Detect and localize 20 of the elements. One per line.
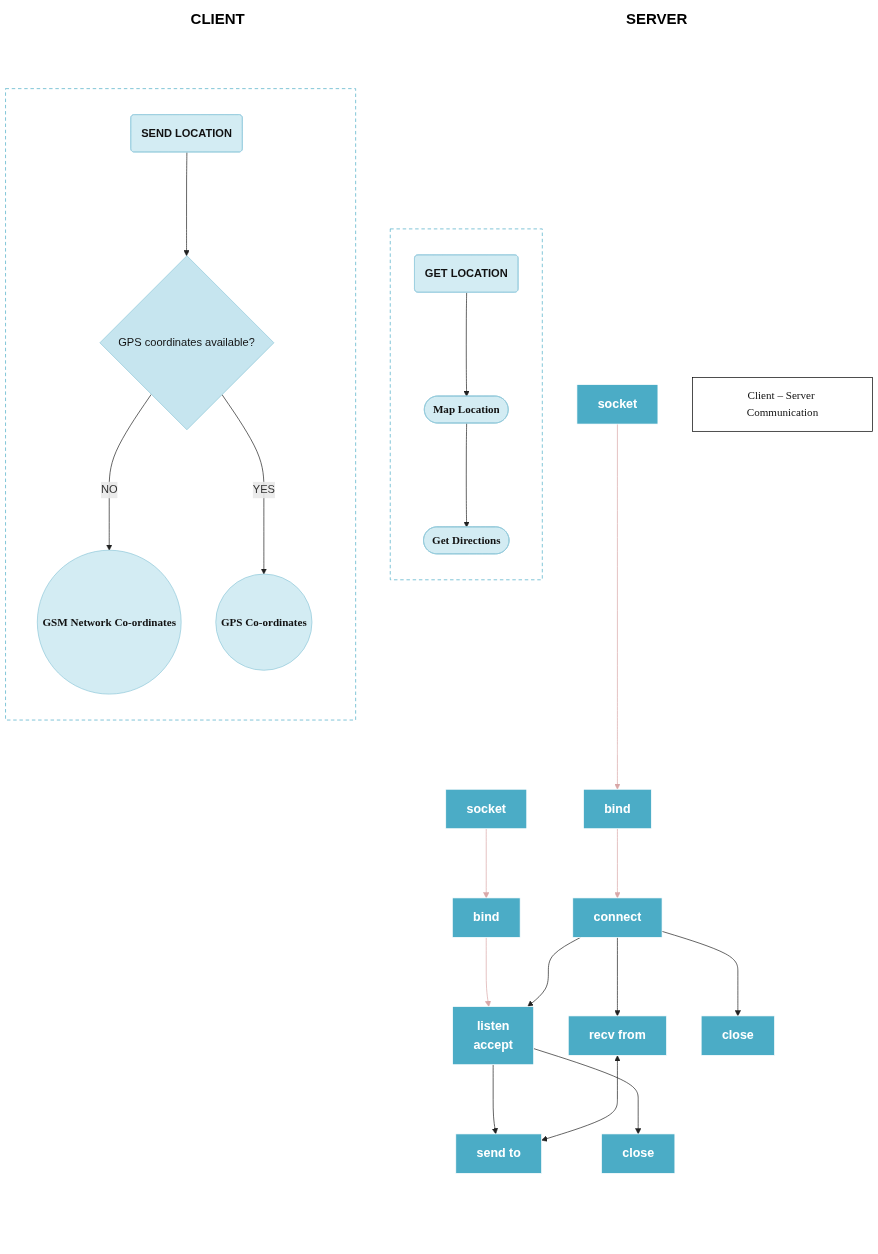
edge-label: YES <box>252 483 275 496</box>
column-heading: SERVER <box>625 10 688 27</box>
edge-label: NO <box>100 483 118 496</box>
node-box: socket <box>576 384 659 425</box>
node-box: bind <box>583 788 652 830</box>
node-box: listen accept <box>452 1006 534 1066</box>
node-circle: GSM Network Co-ordinates <box>36 549 182 695</box>
node-box: recv from <box>567 1015 667 1056</box>
node-box: send to <box>455 1133 542 1174</box>
node-box: close <box>601 1133 676 1174</box>
node-box: socket <box>445 788 528 830</box>
column-heading: CLIENT <box>190 10 245 27</box>
node-box: Client – Server Communication <box>692 377 873 432</box>
node-box: connect <box>572 897 663 938</box>
node-box: close <box>700 1015 775 1056</box>
node-circle: GPS Co-ordinates <box>215 573 313 671</box>
cluster <box>5 88 356 721</box>
cluster <box>389 228 543 581</box>
node-box: bind <box>451 897 521 938</box>
node-diamond: GPS coordinates available? <box>99 255 275 431</box>
